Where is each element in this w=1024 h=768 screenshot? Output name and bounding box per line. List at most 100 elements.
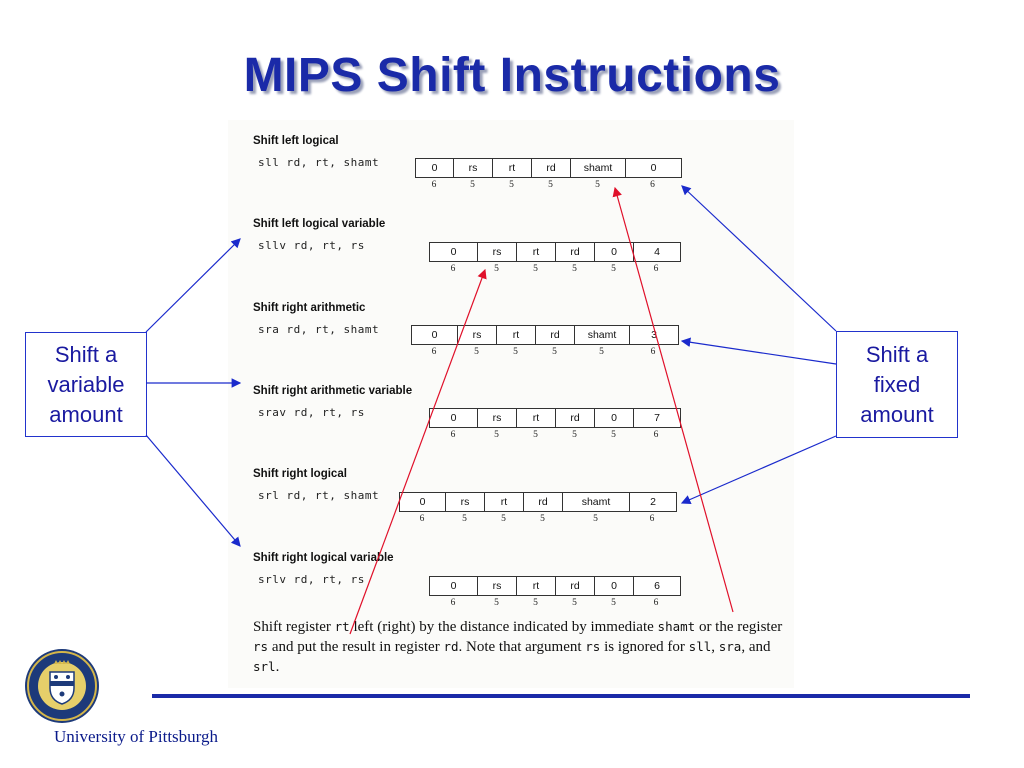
- desc-text: . Note that argument: [458, 639, 586, 655]
- bit-width: 6: [450, 264, 456, 274]
- callout-line: amount: [860, 401, 934, 427]
- callout-line: Shift a: [865, 341, 929, 367]
- instruction-syntax: sllv rd, rt, rs: [258, 239, 365, 252]
- instruction-syntax: sra rd, rt, shamt: [258, 323, 380, 336]
- field-shamt: 0: [595, 409, 634, 427]
- desc-code: sra: [718, 639, 742, 654]
- field-shamt: 0: [595, 577, 634, 595]
- arrow-to-sra: [680, 337, 837, 365]
- field-rt: rt: [517, 243, 556, 261]
- bit-width: 6: [649, 514, 655, 524]
- section-srlv: Shift right logical variable srlv rd, rt…: [228, 552, 794, 627]
- field-bit-widths: 6 5 5 5 5 6: [399, 514, 675, 526]
- field-op: 0: [400, 493, 446, 511]
- instruction-syntax: srlv rd, rt, rs: [258, 573, 365, 586]
- section-title: Shift right logical variable: [253, 552, 394, 564]
- bit-width: 6: [653, 430, 659, 440]
- field-rt: rt: [517, 409, 556, 427]
- field-rd: rd: [524, 493, 563, 511]
- field-funct: 3: [651, 329, 657, 341]
- bit-width: 5: [552, 347, 557, 357]
- arrow-to-srl: [680, 435, 837, 505]
- field-op: 0: [430, 409, 478, 427]
- field-rd: rd: [556, 577, 595, 595]
- bit-width: 5: [533, 430, 538, 440]
- field-funct: 0: [650, 162, 657, 174]
- field-bit-widths: 6 5 5 5 5 6: [429, 430, 679, 442]
- encoding-fields: 0 rs rt rd shamt 2: [399, 492, 677, 512]
- field-rs: rs: [458, 326, 497, 344]
- bit-width: 6: [650, 347, 656, 357]
- slide-title: MIPS Shift Instructions: [243, 49, 781, 102]
- bit-width: 6: [431, 347, 437, 357]
- desc-code: rd: [443, 639, 459, 654]
- encoding-fields: 0 rs rt rd 0 4: [429, 242, 681, 262]
- field-funct: 4: [654, 246, 660, 258]
- field-rd: rd: [532, 159, 571, 177]
- arrow-to-sll: [681, 185, 837, 332]
- red-arrow-rs: [349, 268, 487, 635]
- field-shamt: shamt: [575, 326, 630, 344]
- field-rt: rt: [493, 159, 532, 177]
- desc-text: ,: [711, 639, 719, 655]
- desc-text: is ignored for: [600, 639, 689, 655]
- field-rd: rd: [556, 409, 595, 427]
- bit-width: 5: [572, 598, 577, 608]
- bit-width: 5: [533, 598, 538, 608]
- callout-line: Shift a: [54, 341, 118, 367]
- field-rs: rs: [446, 493, 485, 511]
- red-arrow-shamt: [612, 186, 734, 613]
- bit-width: 5: [513, 347, 518, 357]
- fixed-amount-callout: Shift a fixed amount: [836, 331, 958, 438]
- desc-text: .: [275, 659, 280, 675]
- bit-width: 5: [611, 264, 616, 274]
- callout-line: variable: [47, 371, 125, 397]
- field-rs: rs: [454, 159, 493, 177]
- bit-width: 5: [474, 347, 479, 357]
- field-shamt: shamt: [563, 493, 630, 511]
- bit-width: 5: [599, 347, 604, 357]
- desc-code: sll: [688, 639, 712, 654]
- section-title: Shift right arithmetic: [253, 302, 366, 314]
- field-funct: 7: [654, 412, 660, 424]
- arrow-to-srlv: [145, 434, 241, 547]
- bit-width: 5: [509, 180, 514, 190]
- instruction-syntax: srl rd, rt, shamt: [258, 489, 380, 502]
- bit-width: 6: [419, 514, 425, 524]
- field-bit-widths: 6 5 5 5 5 6: [415, 180, 680, 192]
- field-op: 0: [412, 326, 458, 344]
- bit-width: 6: [450, 430, 456, 440]
- desc-code: rs: [253, 639, 269, 654]
- instruction-figure: Shift left logical sll rd, rt, shamt 0 r…: [228, 120, 794, 688]
- field-funct: 2: [650, 496, 656, 508]
- encoding-fields: 0 rs rt rd 0 7: [429, 408, 681, 428]
- bit-width: 5: [611, 598, 616, 608]
- encoding-fields: 0 rs rt rd 0 6: [429, 576, 681, 596]
- bit-width: 5: [494, 430, 499, 440]
- field-rt: rt: [497, 326, 536, 344]
- field-shamt: shamt: [571, 159, 626, 177]
- bit-width: 6: [450, 598, 456, 608]
- bit-width: 5: [533, 264, 538, 274]
- bit-width: 5: [548, 180, 553, 190]
- bit-width: 5: [595, 180, 600, 190]
- desc-code: rs: [585, 639, 601, 654]
- section-sllv: Shift left logical variable sllv rd, rt,…: [228, 218, 794, 293]
- desc-text: Shift register: [253, 619, 335, 635]
- section-title: Shift right arithmetic variable: [253, 385, 413, 397]
- desc-text: , and: [741, 639, 771, 655]
- section-srl: Shift right logical srl rd, rt, shamt 0 …: [228, 468, 794, 543]
- field-op: 0: [430, 243, 478, 261]
- desc-text: left (right) by the distance indicated b…: [349, 619, 658, 635]
- bit-width: 5: [494, 264, 499, 274]
- field-rs: rs: [478, 577, 517, 595]
- field-op: 0: [416, 159, 454, 177]
- desc-code: rt: [334, 619, 350, 634]
- instruction-syntax: srav rd, rt, rs: [258, 406, 365, 419]
- bit-width: 5: [494, 598, 499, 608]
- university-seal-icon: [25, 649, 99, 723]
- section-title: Shift right logical: [253, 468, 347, 480]
- instruction-description: Shift register rt left (right) by the di…: [253, 617, 788, 677]
- callout-line: fixed: [873, 371, 921, 397]
- desc-code: srl: [253, 659, 276, 674]
